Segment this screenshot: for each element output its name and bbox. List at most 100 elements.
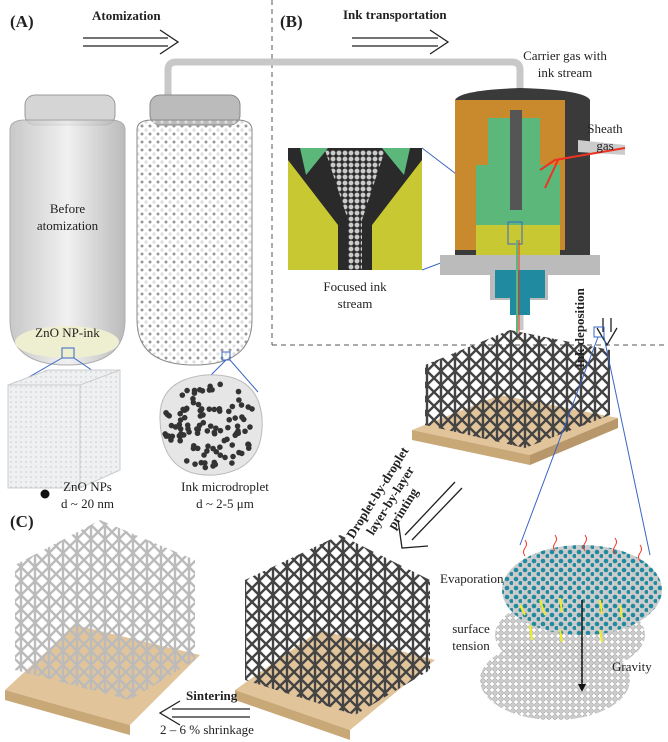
nanoparticle [211,406,218,413]
nanoparticle-legend-dot [40,489,50,499]
nanoparticle [190,445,197,452]
nanoparticle [195,426,202,433]
nanoparticle [235,388,242,395]
microdroplet-label: Ink microdroplet d ~ 2-5 μm [170,478,280,512]
nanoparticle [239,414,245,420]
zno-nps-line-2: d ~ 20 nm [61,496,114,511]
nanoparticle [234,423,241,429]
focused-stream-label: Focused ink stream [305,278,405,312]
nanoparticle [211,459,218,466]
nanoparticle [211,429,218,436]
carrier-gas-label: Carrier gas with ink stream [515,47,615,81]
nanoparticle [163,410,169,416]
nanoparticle [207,423,214,429]
sheath-line-1: Sheath [587,121,623,136]
nanoparticle [202,464,209,471]
nanoparticle [229,403,236,410]
nanoparticle [198,406,205,412]
nanoparticle [162,431,169,437]
nanoparticle [177,426,184,432]
nanoparticle [217,444,223,450]
surface-tension-label: surface tension [446,620,496,654]
nanoparticle [238,450,245,457]
surface-line-1: surface [452,621,490,636]
nanoparticle [176,421,183,428]
nanoparticle [217,381,224,388]
nanoparticle [207,383,213,390]
nanoparticle [168,422,175,429]
sheath-gas-label: Sheath gas [580,120,630,154]
printed-lattice [412,326,618,465]
ink-transportation-label: Ink transportation [343,7,447,22]
nanoparticle [210,445,216,452]
nanoparticle [191,387,198,394]
microdroplet-line-2: d ~ 2-5 μm [196,496,254,511]
nanoparticle [177,417,184,423]
sheath-line-2: gas [596,138,614,153]
before-line-2: atomization [36,218,99,233]
atomization-arrow [83,29,180,55]
nanoparticle [226,408,232,415]
nanoparticle [235,428,241,434]
nanoparticle [232,415,238,421]
ink-transport-arrow [352,29,450,55]
nanoparticle-cube [7,369,121,489]
nanoparticle [213,425,219,431]
nanoparticle [206,406,213,412]
transport-tube [164,58,524,330]
vial-after [136,94,253,366]
nanoparticle [183,458,190,464]
focused-line-2: stream [337,296,373,311]
nanoparticle [194,445,201,452]
green-lattice [235,535,435,740]
surface-line-2: tension [452,638,490,653]
nanoparticle [217,427,224,434]
nanoparticle [195,401,202,408]
ink-deposition-label: Ink deposition [572,288,587,368]
droplet-detail [480,534,662,720]
nanoparticle [236,397,242,403]
zno-nps-line-1: ZnO NPs [63,479,112,494]
before-line-1: Before [49,201,86,216]
nanoparticle [245,441,252,447]
zno-nps-label: ZnO NPs d ~ 20 nm [55,478,120,512]
nanoparticle [242,428,248,435]
nanoparticle [222,454,228,461]
nanoparticle [204,428,211,434]
vial-before [9,94,126,366]
nanoparticle [229,460,235,466]
panel-label-c: (C) [10,512,34,531]
nanoparticle [177,410,183,417]
shrinkage-label: 2 – 6 % shrinkage [160,722,254,737]
nanoparticle [245,404,252,410]
nanoparticle [192,461,198,467]
nanoparticle [184,387,190,394]
nanoparticle [216,406,223,412]
nanoparticle [177,437,183,444]
print-nozzle [440,88,626,340]
nanoparticle [221,437,228,444]
nanoparticle [199,388,206,394]
nanoparticle [230,453,236,460]
printing-arrow [397,481,463,549]
atomization-label: Atomization [92,8,161,23]
nanoparticle [229,442,236,448]
microdroplet [159,374,263,476]
nanoparticle [180,432,187,438]
evaporation-wisps [523,534,642,562]
nanoparticle [185,426,191,432]
nanoparticle [202,460,208,466]
evaporation-label: Evaporation [440,571,504,586]
before-atomization-label: Before atomization [20,200,115,234]
nanoparticle [226,416,233,423]
sintering-label: Sintering [186,688,238,703]
nanoparticle [204,448,210,454]
nozzle-inset [288,148,422,270]
panel-label-b: (B) [280,12,303,31]
nanoparticle [183,406,190,412]
nanoparticle [201,452,207,458]
nanoparticle [181,414,188,421]
nanoparticle [169,433,176,440]
nanoparticle [197,413,204,419]
